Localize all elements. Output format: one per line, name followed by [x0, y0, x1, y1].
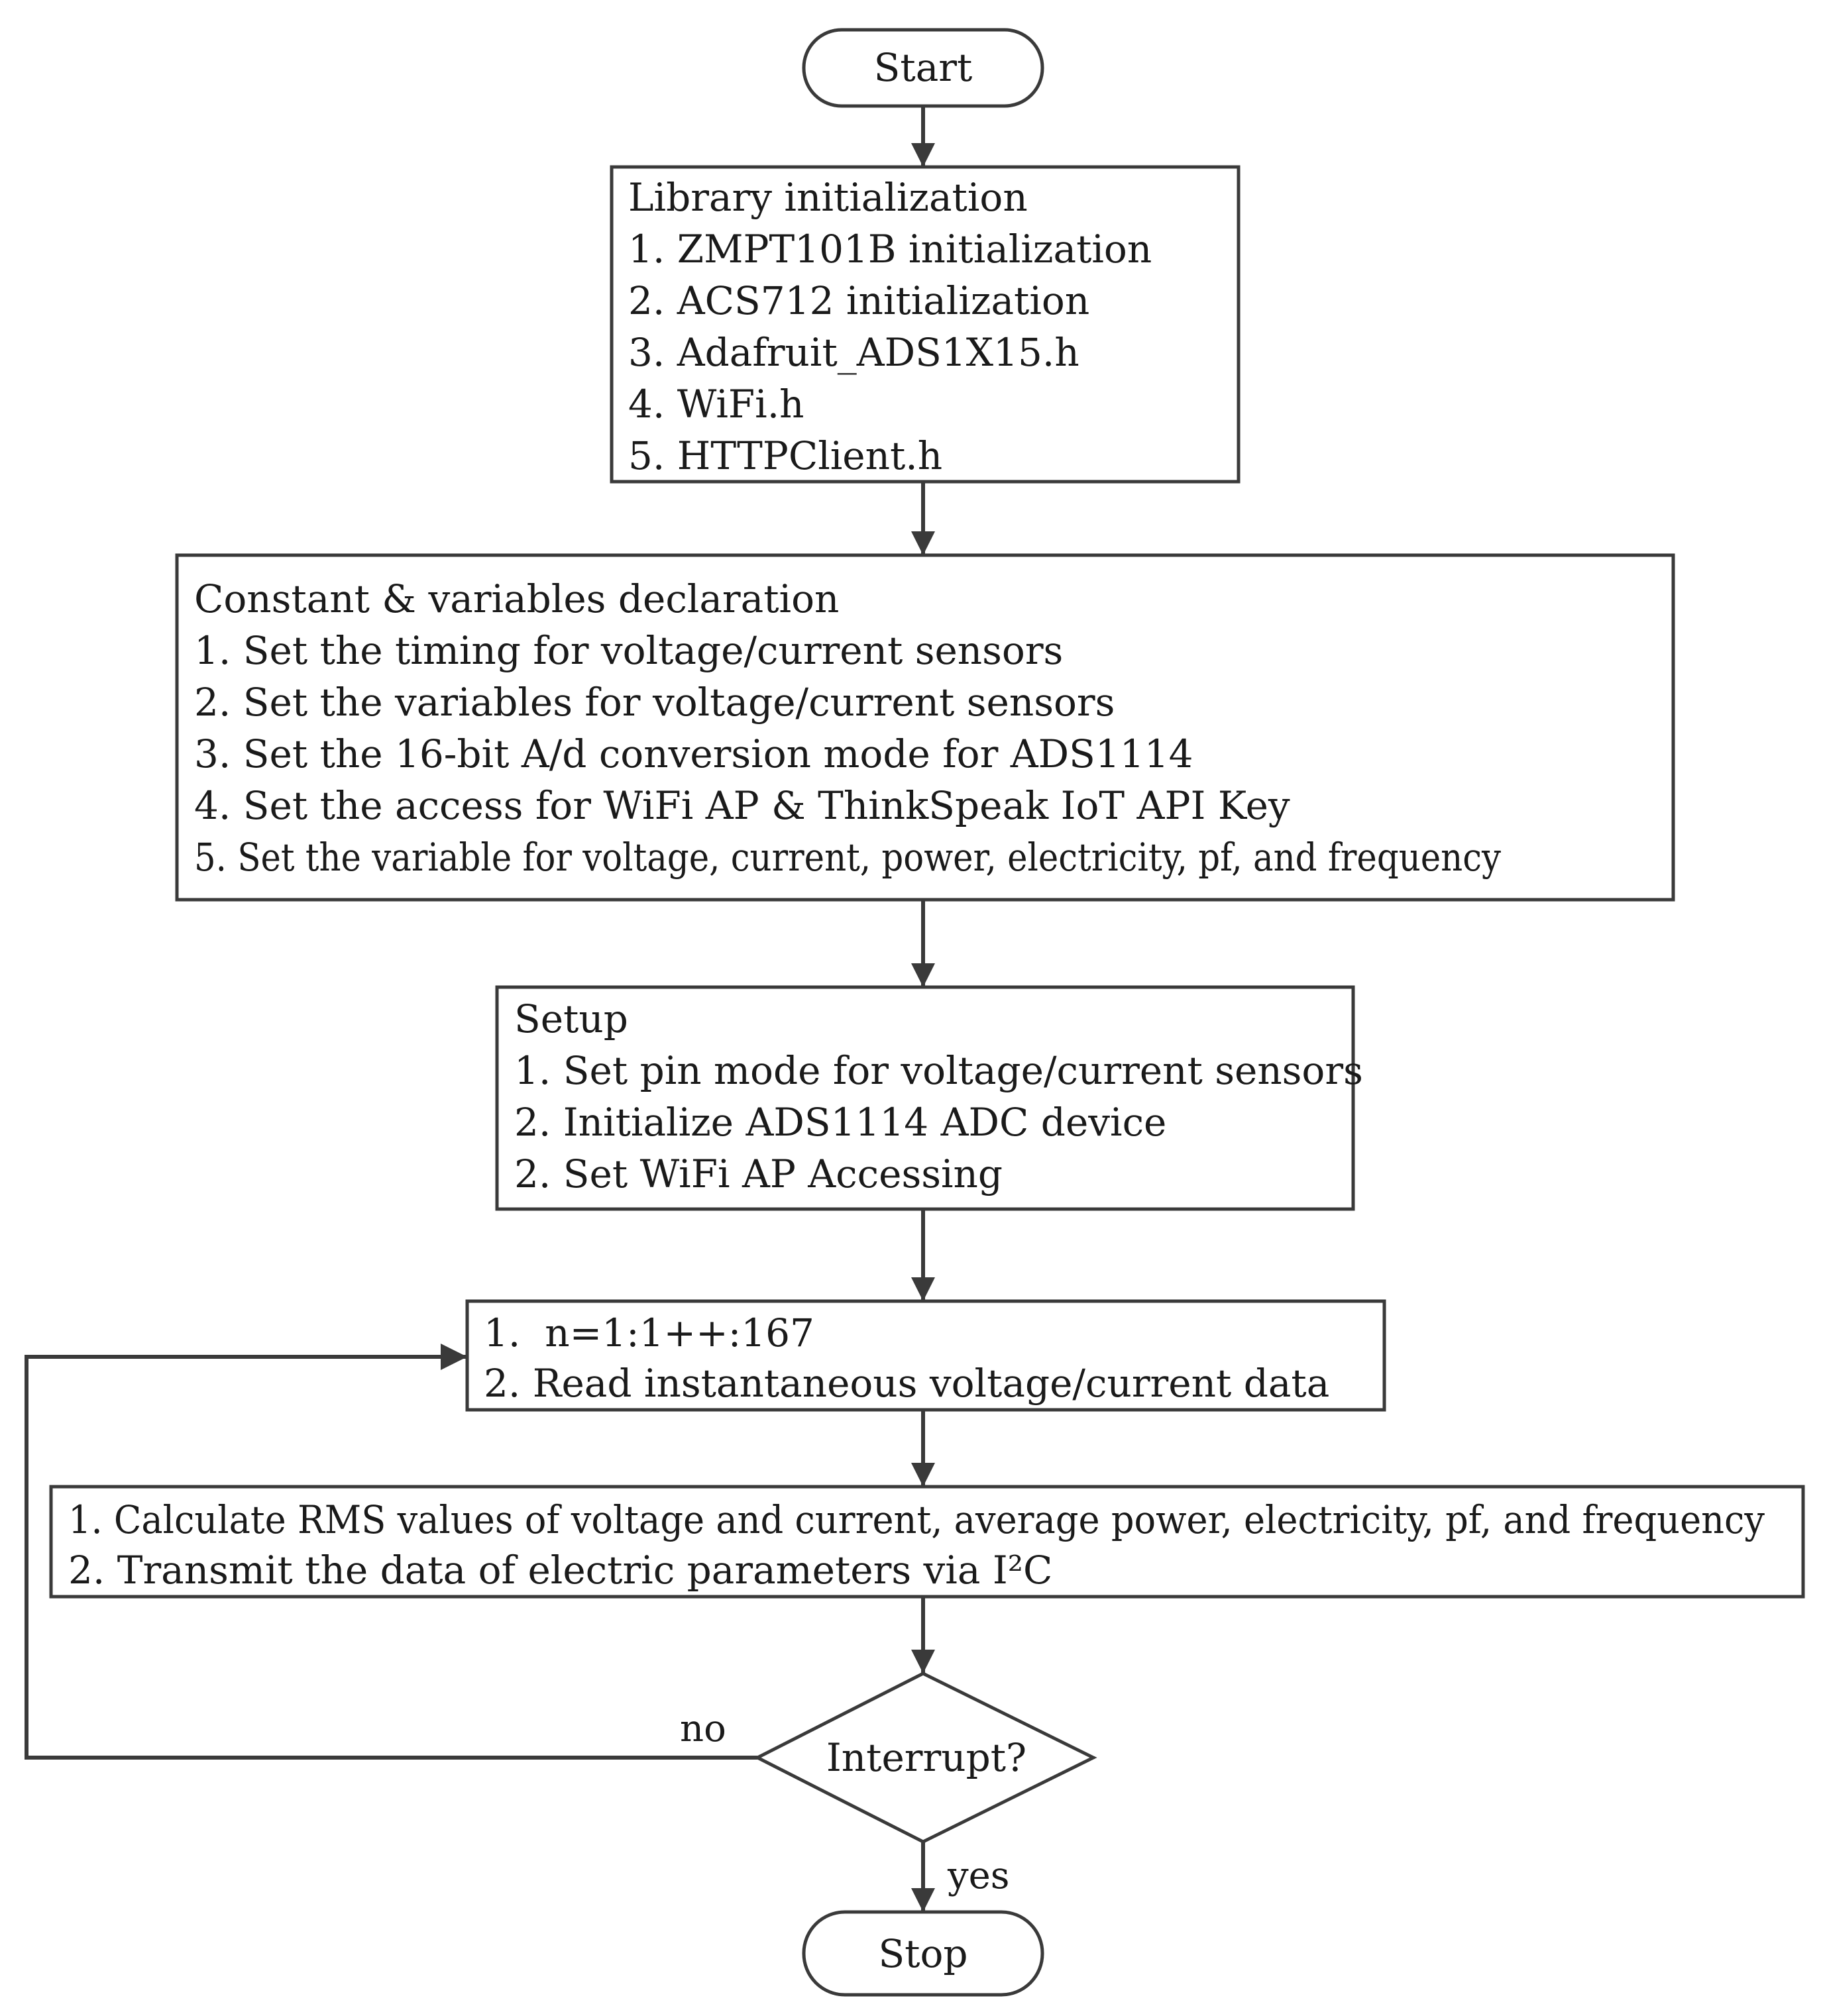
loop-box: 1. n=1:1++:167 2. Read instantaneous vol…	[465, 1299, 1386, 1412]
library-item: 1. ZMPT101B initialization	[628, 227, 1152, 272]
edge-decision-no-loopback	[25, 1355, 757, 1760]
setup-title: Setup	[514, 996, 628, 1041]
setup-box: Setup 1. Set pin mode for voltage/curren…	[495, 985, 1363, 1211]
constants-item: 4. Set the access for WiFi AP & ThinkSpe…	[194, 783, 1290, 828]
setup-item: 2. Initialize ADS1114 ADC device	[514, 1100, 1166, 1145]
arrowhead-loopback	[441, 1344, 467, 1370]
edge-label-no: no	[680, 1707, 726, 1750]
calculate-transmit-box: 1. Calculate RMS values of voltage and c…	[49, 1485, 1805, 1599]
setup-item: 1. Set pin mode for voltage/current sens…	[514, 1048, 1363, 1093]
arrowhead-loop	[911, 1277, 935, 1301]
loop-item: 2. Read instantaneous voltage/current da…	[484, 1361, 1329, 1406]
constants-title: Constant & variables declaration	[194, 576, 839, 621]
library-item: 3. Adafruit_ADS1X15.h	[628, 330, 1079, 375]
start-label: Start	[874, 45, 973, 90]
arrowhead-constants	[911, 531, 935, 555]
stop-node: Stop	[802, 1910, 1044, 1997]
library-item: 4. WiFi.h	[628, 382, 804, 427]
arrowhead-library	[911, 143, 935, 167]
stop-label: Stop	[878, 1931, 967, 1976]
arrowhead-calculate	[911, 1463, 935, 1487]
constants-item: 1. Set the timing for voltage/current se…	[194, 628, 1063, 673]
arrowhead-stop	[911, 1888, 935, 1912]
library-initialization-box: Library initialization 1. ZMPT101B initi…	[610, 165, 1241, 484]
constants-declaration-box: Constant & variables declaration 1. Set …	[175, 553, 1675, 902]
constants-item: 5. Set the variable for voltage, current…	[194, 835, 1501, 880]
loop-item: 1. n=1:1++:167	[484, 1310, 814, 1355]
setup-item: 2. Set WiFi AP Accessing	[514, 1151, 1003, 1196]
edge-label-yes: yes	[947, 1854, 1010, 1897]
calculate-item: 2. Transmit the data of electric paramet…	[68, 1548, 1052, 1593]
start-node: Start	[802, 28, 1044, 108]
library-item: 5. HTTPClient.h	[628, 433, 942, 478]
arrowhead-decision	[911, 1650, 935, 1673]
constants-item: 2. Set the variables for voltage/current…	[194, 680, 1115, 725]
arrowhead-setup	[911, 963, 935, 987]
library-item: 2. ACS712 initialization	[628, 278, 1089, 323]
decision-label: Interrupt?	[826, 1735, 1026, 1780]
connectors	[25, 106, 935, 1912]
calculate-item: 1. Calculate RMS values of voltage and c…	[68, 1497, 1765, 1542]
constants-item: 3. Set the 16-bit A/d conversion mode fo…	[194, 731, 1193, 776]
interrupt-decision: Interrupt?	[753, 1671, 1097, 1844]
library-title: Library initialization	[628, 175, 1028, 220]
